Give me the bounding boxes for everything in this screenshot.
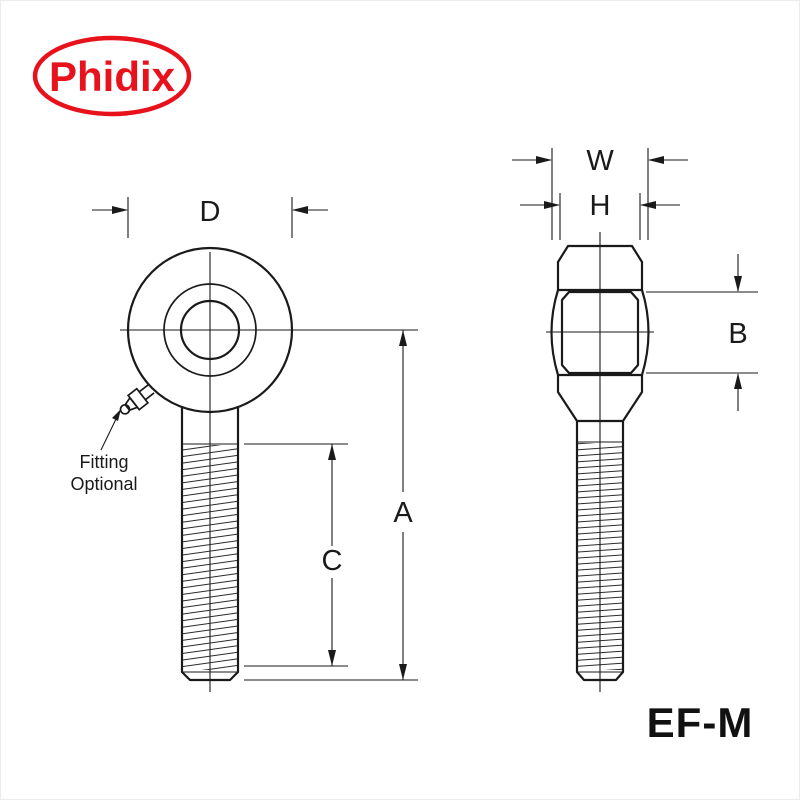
arrowhead: [112, 409, 121, 421]
dimension-b: B: [646, 254, 758, 411]
dimension-d: D: [92, 196, 328, 238]
phidix-logo: Phidix: [32, 35, 192, 117]
leader-line: [100, 416, 118, 451]
arrowhead: [734, 373, 742, 389]
logo-ellipse: [32, 35, 192, 117]
thread-area-front: [183, 445, 237, 670]
dim-label-d: D: [200, 196, 221, 228]
side-view: W H B: [512, 145, 758, 692]
bore-section: [560, 290, 640, 375]
part-code-label: EF-M: [647, 699, 754, 746]
bore-circle: [179, 299, 241, 361]
dimension-w: W: [512, 145, 688, 240]
ball-circle: [163, 283, 257, 377]
dim-label-c: C: [322, 545, 343, 577]
fitting-note-line1: Fitting: [79, 452, 128, 472]
fitting-note-line2: Optional: [70, 474, 137, 494]
dim-label-w: W: [586, 145, 614, 177]
arrowhead: [544, 201, 560, 209]
logo-text: Phidix: [49, 53, 176, 100]
arrowhead: [734, 276, 742, 292]
fitting-stem-line: [138, 384, 149, 393]
fitting-stem-line: [144, 392, 155, 401]
front-view: D A C Fitting Optional: [70, 196, 418, 692]
dimension-a: A: [244, 329, 418, 681]
dim-label-h: H: [590, 190, 611, 222]
arrowhead: [328, 444, 336, 460]
arrowhead: [536, 156, 552, 164]
arrowhead: [399, 330, 407, 346]
arrowhead: [112, 206, 128, 214]
dim-label-b: B: [728, 318, 747, 350]
arrowhead: [328, 650, 336, 666]
dimension-c: C: [244, 443, 348, 667]
arrowhead: [399, 664, 407, 680]
arrowhead: [640, 201, 656, 209]
head-outer-circle: [126, 246, 294, 414]
arrowhead: [292, 206, 308, 214]
grease-fitting: [119, 384, 155, 415]
shank-outline-front: [180, 405, 240, 682]
fitting-note: Fitting Optional: [70, 409, 138, 494]
dim-label-a: A: [393, 497, 413, 529]
dimension-h: H: [520, 190, 680, 240]
fitting-ball-tip: [119, 403, 131, 415]
arrowhead: [648, 156, 664, 164]
